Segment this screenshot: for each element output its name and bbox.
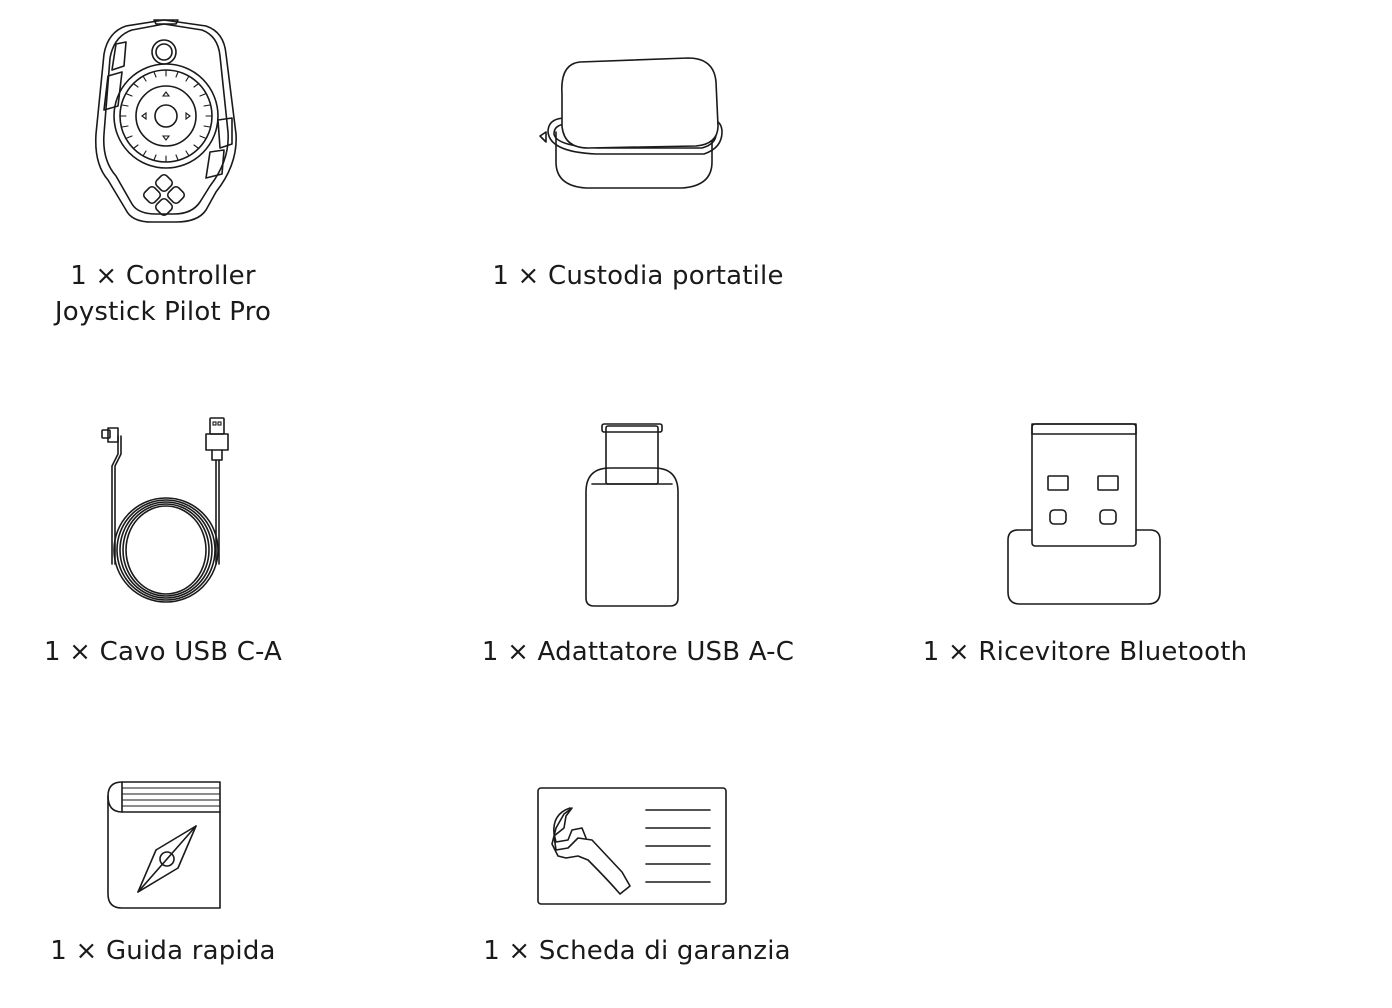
item-quantity: 1 × (481, 637, 530, 667)
item-quantity: 1 × (43, 637, 92, 667)
item-quantity: 1 × (492, 261, 540, 291)
item-label: Scheda di garanzia (538, 936, 791, 966)
item-quantity: 1 × (483, 936, 531, 966)
item-label: Adattatore USB A-C (537, 637, 795, 667)
item-label: Cavo USB C-A (99, 637, 283, 667)
warranty-card-icon (537, 787, 727, 905)
item-label: Controller (125, 261, 256, 291)
item-label: Ricevitore Bluetooth (978, 637, 1248, 667)
item-quantity: 1 × (50, 936, 98, 966)
game-controller-icon (94, 19, 237, 223)
item-caption: 1 × Scheda di garanzia (464, 933, 810, 969)
usb-adapter-icon (585, 423, 679, 607)
item-label: Custodia portatile (548, 261, 784, 291)
bluetooth-receiver-icon (1007, 423, 1161, 605)
item-label: Guida rapida (105, 936, 276, 966)
item-quantity: 1 × (70, 261, 118, 291)
item-caption: 1 × Guida rapida (0, 933, 326, 969)
item-caption: 1 × Cavo USB C-A (0, 634, 326, 670)
item-caption: 1 × Adattatore USB A-C (462, 634, 814, 670)
quick-guide-book-icon (107, 781, 221, 909)
item-caption: 1 × Ricevitore Bluetooth (910, 634, 1260, 670)
carrying-case-icon (539, 57, 723, 189)
item-quantity: 1 × (922, 637, 970, 667)
item-label-line2: Joystick Pilot Pro (54, 297, 272, 327)
usb-cable-icon (101, 417, 229, 603)
item-caption: 1 × Controller Joystick Pilot Pro (0, 258, 326, 330)
item-caption: 1 × Custodia portatile (478, 258, 798, 294)
